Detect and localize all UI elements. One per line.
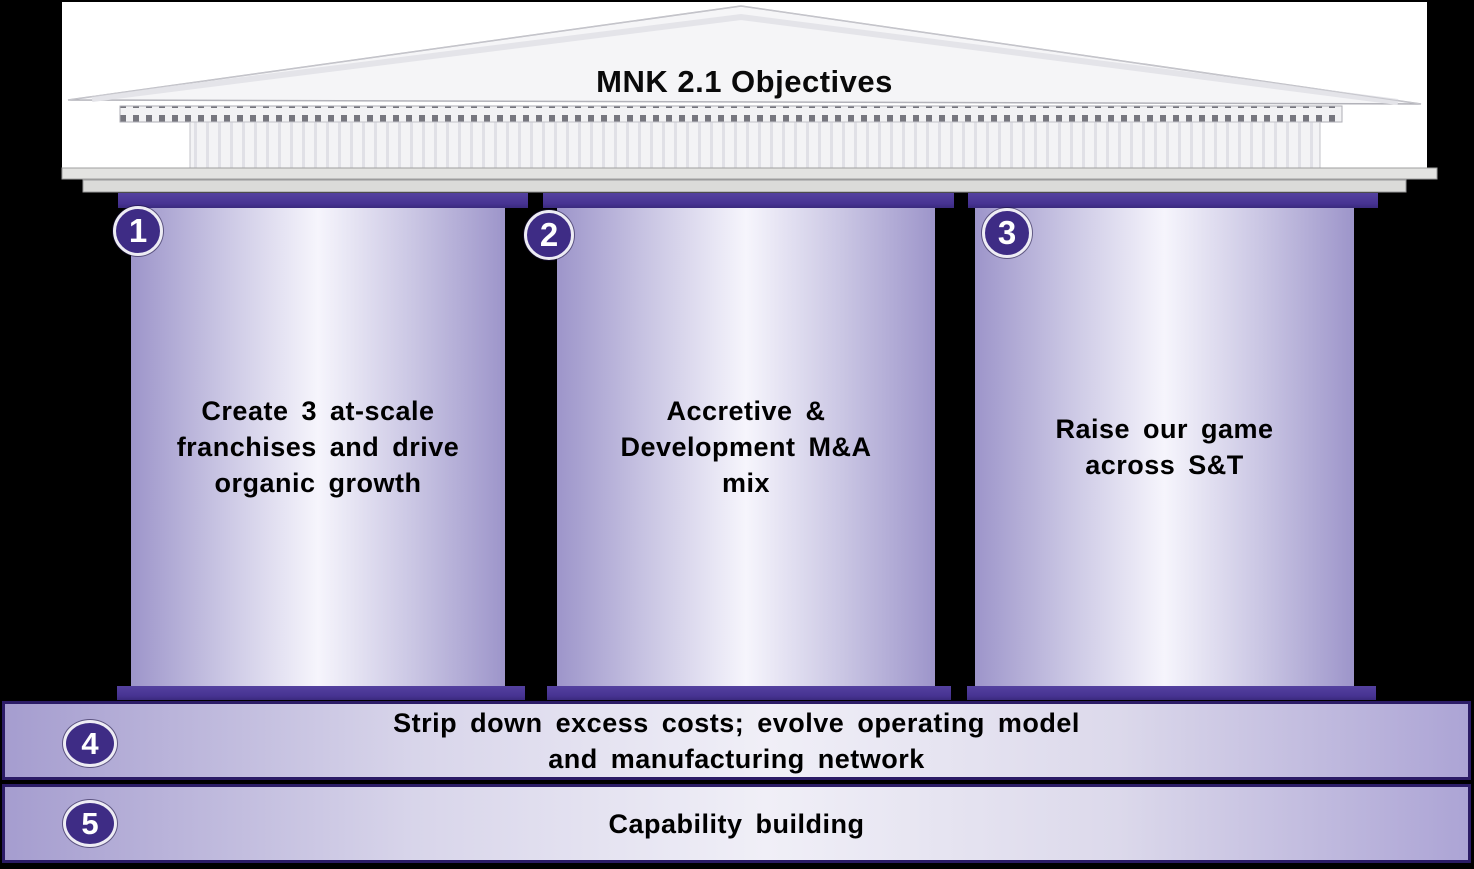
pillar-2-number-badge: 2 [524, 210, 574, 260]
pediment-ridge [67, 5, 1422, 105]
pillar-1-label: Create 3 at-scale franchises and drive o… [176, 396, 460, 498]
foundation-bar-5: Capability building [2, 784, 1471, 863]
roof-step-lower [82, 179, 1407, 193]
pillar-2-cap-top [543, 193, 954, 208]
temple-roof [61, 2, 1438, 193]
pillar-2-cap-bottom [547, 686, 951, 700]
foundation-bar-4-number: 4 [81, 725, 99, 761]
pillar-3-cap-bottom [967, 686, 1376, 700]
pillar-1-number-badge: 1 [113, 206, 163, 256]
frieze-band [189, 121, 1321, 169]
pillar-1-cap-bottom [117, 686, 525, 700]
page-title: MNK 2.1 Objectives [596, 64, 893, 99]
foundation-bar-5-number-badge: 5 [63, 800, 117, 847]
pillar-3-number-badge: 3 [982, 208, 1032, 258]
pillar-2-label: Accretive & Development M&A mix [620, 396, 872, 498]
pillar-2: Accretive & Development M&A mix [557, 208, 935, 686]
pillar-3-cap-top [968, 193, 1378, 208]
pillar-3: Raise our game across S&T [975, 208, 1354, 686]
pillar-2-number: 2 [539, 216, 559, 253]
dentil-band [119, 105, 1343, 123]
pillar-3-label: Raise our game across S&T [1055, 414, 1274, 480]
foundation-bar-4-label: Strip down excess costs; evolve operatin… [393, 707, 1080, 774]
pillar-1-cap-top [118, 193, 528, 208]
pillar-1: Create 3 at-scale franchises and drive o… [131, 208, 505, 686]
pillar-1-number: 1 [128, 212, 148, 249]
foundation-bar-4: Strip down excess costs; evolve operatin… [2, 701, 1471, 780]
foundation-bar-5-number: 5 [81, 805, 99, 841]
pediment-molding [91, 13, 1399, 105]
pillar-3-number: 3 [997, 214, 1017, 251]
foundation-bar-4-number-badge: 4 [63, 720, 117, 767]
foundation-bar-5-label: Capability building [608, 808, 865, 839]
roof-step-upper [61, 167, 1438, 180]
